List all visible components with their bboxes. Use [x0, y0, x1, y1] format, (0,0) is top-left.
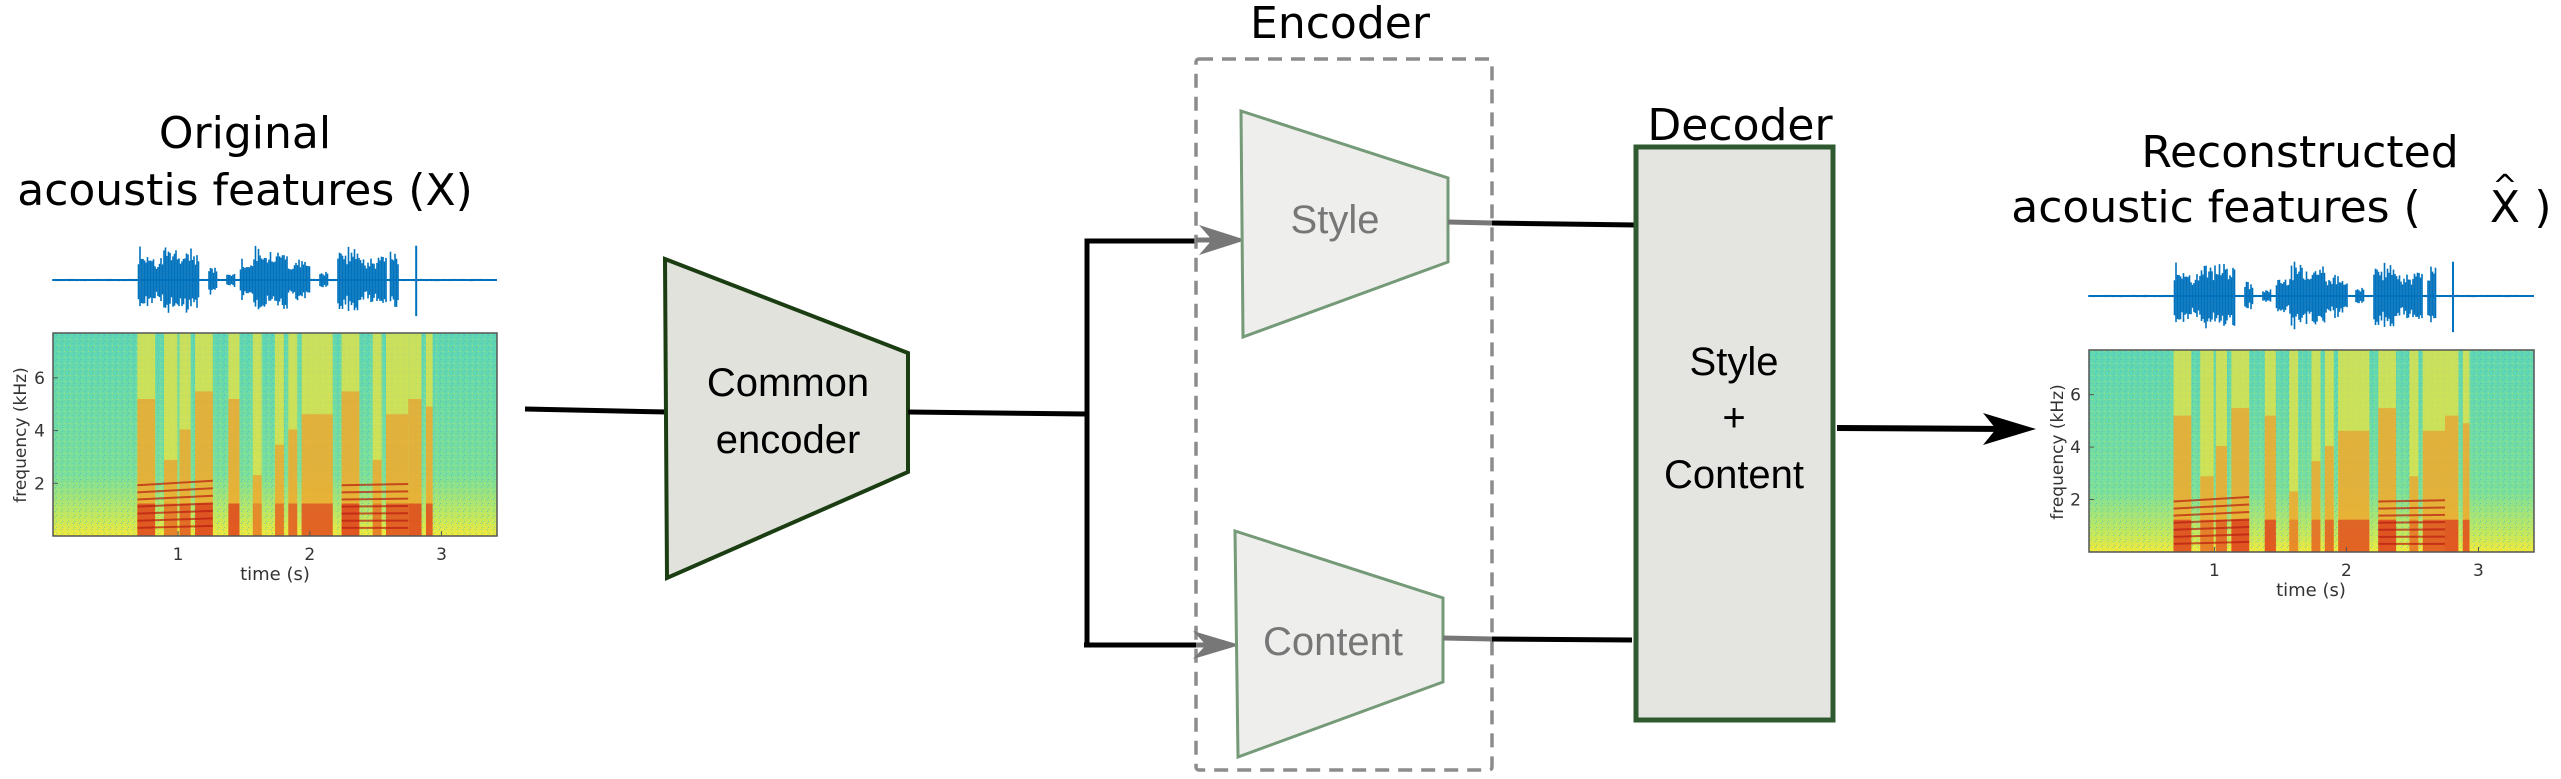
- input-to-common-connector: [524, 406, 668, 415]
- output-spectrogram: 2 4 6 1 2 3 frequency (kHz) time (s): [2048, 349, 2535, 601]
- harmonic-line: [2173, 503, 2250, 510]
- harmonic-line: [2173, 533, 2250, 538]
- x-tick-label: 2: [2341, 561, 2352, 581]
- output-title-line1: Reconstructed: [2141, 127, 2458, 178]
- harmonic-line: [137, 509, 213, 515]
- energy-band: [252, 333, 262, 536]
- harmonic-line: [2378, 513, 2446, 517]
- input-title-line1: Original: [159, 108, 331, 159]
- harmonic-line: [137, 517, 213, 522]
- decoder-label: Decoder: [1647, 100, 1833, 151]
- common-to-split-connector: [907, 409, 1087, 417]
- output-title-symbol: X: [2490, 182, 2520, 233]
- output-features-panel: Reconstructed acoustic features ( X ^ ) …: [2011, 127, 2551, 601]
- x-tick-label: 1: [173, 545, 184, 565]
- output-arrowhead: [1983, 413, 2036, 445]
- common-encoder-label-line2: encoder: [716, 418, 861, 462]
- input-features-panel: Original acoustis features (X) 2 4 6 1 2 3 fr…: [11, 108, 498, 585]
- output-title-hat: ^: [2492, 169, 2517, 204]
- style-output-connector-inner: [1447, 219, 1493, 226]
- spectrogram-frame: [2088, 349, 2535, 553]
- y-tick-label: 6: [34, 369, 45, 389]
- decoder-rect: [1633, 144, 1836, 723]
- energy-band: [2409, 350, 2419, 552]
- input-xlabel: time (s): [240, 564, 310, 585]
- y-tick-label: 6: [2070, 386, 2081, 406]
- encoder-group-label: Encoder: [1250, 0, 1431, 49]
- x-tick-label: 3: [2473, 561, 2484, 581]
- energy-band: [275, 333, 284, 536]
- output-ylabel: frequency (kHz): [2048, 384, 2068, 520]
- harmonic-line: [341, 504, 409, 508]
- style-encoder-label: Style: [1291, 198, 1380, 242]
- input-ylabel: frequency (kHz): [11, 367, 31, 503]
- encoder-group: Encoder Style Content: [1193, 0, 1637, 772]
- content-output-connector-inner: [1442, 635, 1493, 642]
- output-title-line2: acoustic features (: [2011, 182, 2420, 233]
- harmonic-line: [137, 494, 213, 501]
- harmonic-line: [2378, 506, 2446, 510]
- y-tick-label: 4: [34, 422, 45, 442]
- common-encoder-label-line1: Common: [707, 361, 869, 405]
- content-to-decoder-connector: [1491, 636, 1633, 643]
- spectrogram-axes: 2 4 6 1 2 3: [2070, 386, 2484, 581]
- y-tick-label: 2: [34, 474, 45, 494]
- harmonic-line: [2378, 499, 2446, 503]
- harmonic-line: [341, 497, 409, 501]
- harmonic-line: [2173, 525, 2250, 531]
- spectrogram-axes: 2 4 6 1 2 3: [34, 369, 447, 565]
- harmonic-line: [2173, 511, 2250, 517]
- harmonic-line: [137, 524, 213, 529]
- x-tick-label: 1: [2209, 561, 2220, 581]
- decoder-text-line1: Style: [1690, 340, 1779, 384]
- energy-band: [2311, 350, 2321, 552]
- common-encoder-trapezoid: [662, 256, 910, 582]
- style-input-arrowhead: [1199, 225, 1246, 255]
- input-waveform: [52, 245, 497, 317]
- harmonic-line: [2173, 540, 2250, 545]
- x-tick-label: 2: [304, 545, 315, 565]
- decoder-text-line3: Content: [1664, 453, 1804, 497]
- harmonic-line: [2173, 518, 2250, 524]
- spectrogram-energy-bands: [2173, 350, 2470, 552]
- common-encoder-block: Common encoder: [662, 256, 910, 582]
- harmonic-line: [137, 502, 213, 508]
- input-spectrogram: 2 4 6 1 2 3 frequency (kHz) time (s): [11, 332, 498, 585]
- energy-band: [372, 333, 382, 536]
- harmonic-line: [341, 483, 409, 487]
- decoder-text-line2: +: [1722, 396, 1745, 440]
- y-tick-label: 4: [2070, 438, 2081, 458]
- output-xlabel: time (s): [2276, 580, 2346, 601]
- decoder-block: Decoder Style + Content: [1633, 100, 1836, 723]
- content-encoder-trapezoid: [1233, 528, 1445, 760]
- harmonic-line: [2378, 521, 2446, 524]
- harmonic-line: [341, 490, 409, 494]
- content-input-arrowhead: [1193, 631, 1240, 659]
- output-waveform: [2088, 261, 2534, 333]
- style-encoder-trapezoid: [1239, 108, 1450, 340]
- content-encoder-label: Content: [1263, 620, 1403, 664]
- y-tick-label: 2: [2070, 491, 2081, 511]
- decoder-to-output-connector: [1836, 425, 2011, 432]
- x-tick-label: 3: [436, 545, 447, 565]
- spectrogram-frame: [52, 332, 498, 537]
- encoder-dashed-box: [1194, 57, 1494, 772]
- input-title-line2: acoustis features (X): [17, 165, 473, 216]
- output-title-close: ): [2534, 182, 2551, 233]
- harmonic-line: [137, 487, 213, 494]
- energy-band: [2289, 350, 2299, 552]
- style-to-decoder-connector: [1491, 220, 1637, 228]
- spectrogram-energy-bands: [137, 333, 433, 536]
- split-branch-connector: [1084, 238, 1196, 643]
- harmonic-line: [2173, 496, 2250, 503]
- harmonic-line: [137, 479, 213, 487]
